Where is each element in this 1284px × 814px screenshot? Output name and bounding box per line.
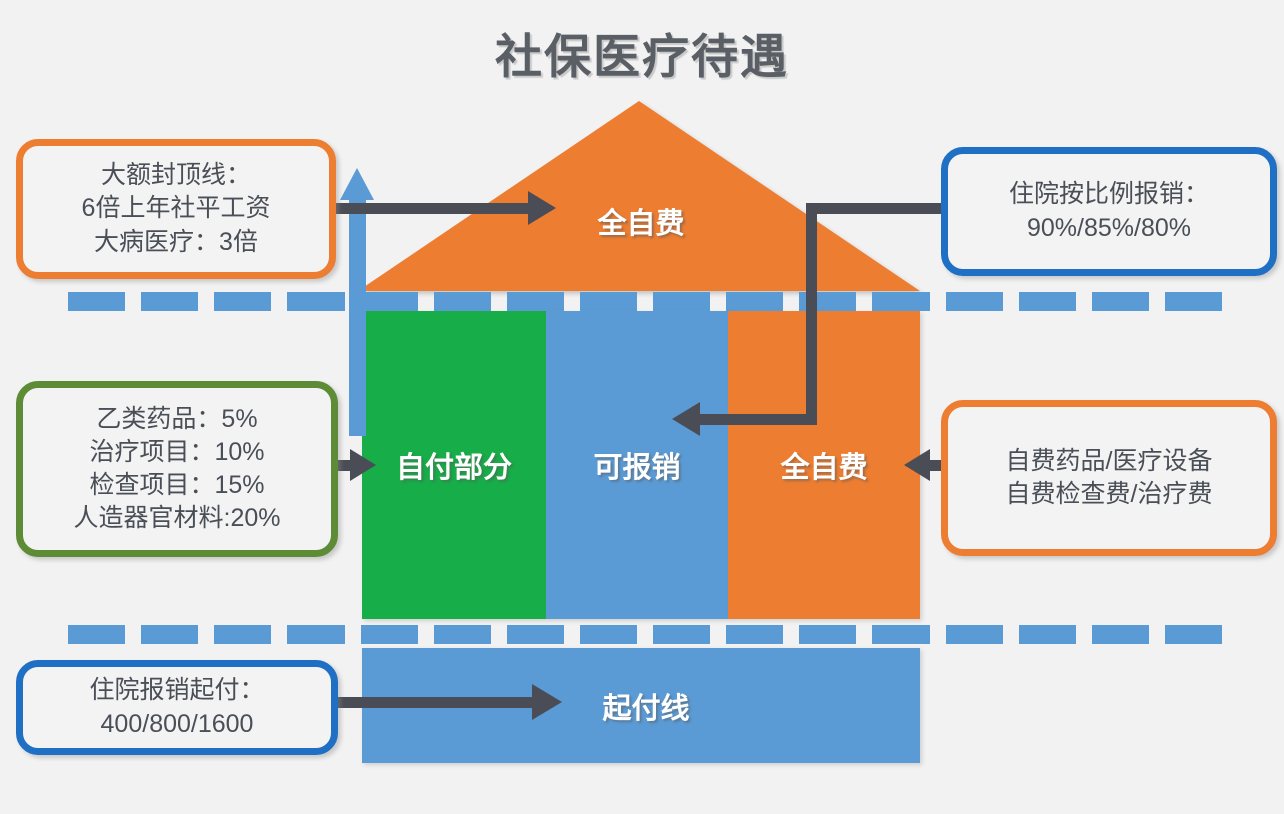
dashed-line-upper bbox=[68, 292, 1222, 311]
dash-segment bbox=[799, 625, 857, 644]
callout-fullpay-line-2: 自费检查费/治疗费 bbox=[1005, 480, 1213, 508]
callout-cap-line-1: 大额封顶线： bbox=[100, 161, 251, 190]
arrow-left-icon-ratio bbox=[672, 402, 700, 436]
connector-cap-shaft bbox=[336, 203, 536, 214]
dash-segment bbox=[579, 292, 637, 311]
block-self-pay-label: 自付部分 bbox=[395, 452, 512, 484]
connector-ratio-segment-top bbox=[806, 203, 944, 214]
dash-segment bbox=[360, 625, 418, 644]
dash-segment bbox=[68, 292, 126, 311]
dash-segment bbox=[945, 625, 1003, 644]
dash-segment bbox=[653, 625, 711, 644]
connector-ratio-segment-bottom bbox=[700, 414, 817, 425]
arrow-left-icon-fullpay bbox=[904, 449, 930, 481]
dash-segment bbox=[214, 292, 272, 311]
dash-segment bbox=[287, 625, 345, 644]
dash-segment bbox=[68, 625, 126, 644]
dash-segment bbox=[287, 292, 345, 311]
block-reimbursable: 可报销 bbox=[546, 311, 728, 619]
block-full-self-pay-label: 全自费 bbox=[780, 452, 868, 484]
callout-selfpay-line-1: 乙类药品：5% bbox=[96, 404, 258, 433]
arrow-right-icon-selfpay bbox=[350, 449, 376, 481]
dash-segment bbox=[1018, 625, 1076, 644]
callout-selfpay-line-4: 人造器官材料:20% bbox=[73, 504, 281, 533]
roof-triangle-shape bbox=[358, 101, 920, 291]
callout-reimbursement-ratio[interactable]: 住院按比例报销： 90%/85%/80% bbox=[941, 147, 1277, 276]
callout-cap-line-2: 6倍上年社平工资 bbox=[81, 194, 271, 223]
callout-full-self-pay-items[interactable]: 自费药品/医疗设备 自费检查费/治疗费 bbox=[941, 400, 1277, 556]
callout-cap-line-3: 大病医疗：3倍 bbox=[94, 227, 258, 256]
callout-selfpay-line-3: 检查项目：15% bbox=[89, 471, 265, 499]
callout-deduct-line-2: 400/800/1600 bbox=[100, 709, 254, 738]
callout-cap-line[interactable]: 大额封顶线： 6倍上年社平工资 大病医疗：3倍 bbox=[16, 139, 336, 279]
connector-deductible-shaft bbox=[338, 697, 540, 708]
dash-segment bbox=[214, 625, 272, 644]
block-deductible-line-label: 起付线 bbox=[602, 692, 690, 725]
callout-deductible[interactable]: 住院报销起付： 400/800/1600 bbox=[16, 660, 338, 755]
dash-segment bbox=[433, 292, 491, 311]
dash-segment bbox=[1164, 292, 1222, 311]
dash-segment bbox=[653, 292, 711, 311]
connector-fullpay-shaft bbox=[930, 460, 946, 471]
dash-segment bbox=[1164, 625, 1222, 644]
connector-ratio-segment-vertical bbox=[806, 203, 817, 425]
block-reimbursable-label: 可报销 bbox=[593, 452, 681, 484]
dash-segment bbox=[726, 292, 784, 311]
arrow-right-icon-deductible bbox=[532, 684, 562, 720]
callout-fullpay-line-1: 自费药品/医疗设备 bbox=[1005, 446, 1213, 475]
callout-self-pay-rates[interactable]: 乙类药品：5% 治疗项目：10% 检查项目：15% 人造器官材料:20% bbox=[16, 381, 338, 557]
dash-segment bbox=[945, 292, 1003, 311]
block-self-pay: 自付部分 bbox=[362, 311, 546, 619]
connector-selfpay-shaft bbox=[338, 460, 354, 471]
arrow-up-icon bbox=[340, 168, 374, 200]
callout-selfpay-line-2: 治疗项目：10% bbox=[89, 437, 265, 466]
block-full-self-pay: 全自费 bbox=[728, 311, 920, 619]
arrow-right-icon-cap bbox=[528, 191, 556, 225]
dashed-line-lower bbox=[68, 625, 1222, 644]
arrow-up-shaft bbox=[349, 196, 366, 436]
dash-segment bbox=[1091, 292, 1149, 311]
dash-segment bbox=[872, 625, 930, 644]
page-title: 社保医疗待遇 bbox=[495, 30, 789, 83]
callout-ratio-line-2: 90%/85%/80% bbox=[1026, 213, 1191, 242]
callout-ratio-line-1: 住院按比例报销： bbox=[1008, 180, 1209, 209]
dash-segment bbox=[141, 625, 199, 644]
dash-segment bbox=[579, 625, 637, 644]
dash-segment bbox=[726, 625, 784, 644]
dash-segment bbox=[872, 292, 930, 311]
roof-label: 全自费 bbox=[597, 208, 685, 240]
dash-segment bbox=[1091, 625, 1149, 644]
dash-segment bbox=[360, 292, 418, 311]
dash-segment bbox=[506, 292, 564, 311]
callout-deduct-line-1: 住院报销起付： bbox=[89, 676, 265, 705]
dash-segment bbox=[1018, 292, 1076, 311]
dash-segment bbox=[433, 625, 491, 644]
dash-segment bbox=[141, 292, 199, 311]
dash-segment bbox=[506, 625, 564, 644]
